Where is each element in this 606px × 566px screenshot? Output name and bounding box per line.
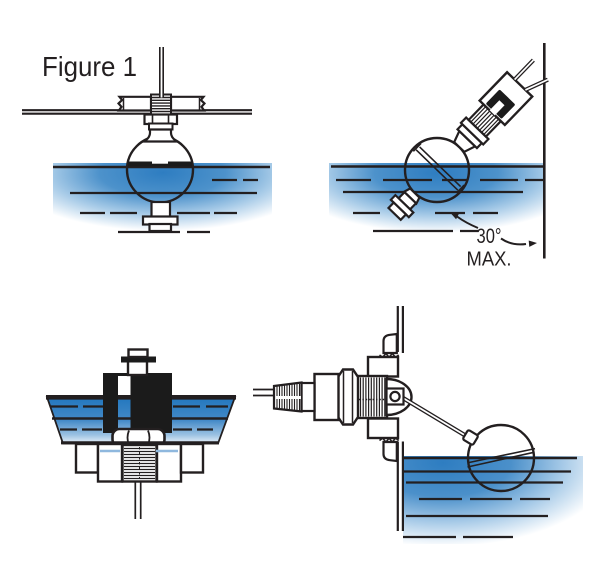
float-seam	[128, 161, 192, 167]
pivot-pin	[389, 390, 401, 403]
angle-arrow-to-float	[450, 213, 479, 229]
arm-end-cap	[462, 429, 479, 446]
panel-side-mount-float-switch	[253, 306, 583, 544]
tapered-plug	[272, 381, 303, 413]
panel-angled-mount-float-switch: 30° MAX.	[329, 43, 549, 271]
angle-max-label: MAX.	[467, 249, 512, 271]
float-black-body	[103, 373, 172, 433]
lead-wires	[513, 58, 549, 92]
float-neck	[140, 128, 181, 143]
float-ball	[403, 136, 471, 204]
stem-collar	[121, 356, 156, 363]
float-seam-notch	[152, 161, 168, 164]
wall-tab-upper	[382, 332, 398, 355]
panel-bottom-mount-float-switch	[45, 348, 237, 519]
hex-nut	[336, 368, 360, 426]
switch-body	[313, 372, 340, 422]
panel-vertical-mount-float-switch	[22, 47, 272, 244]
lead-wires	[253, 388, 274, 397]
float-arm	[401, 396, 469, 439]
threaded-stem	[121, 443, 158, 483]
connector-clip-slot	[489, 100, 505, 116]
float-seam	[467, 447, 536, 468]
break-squiggle-lower	[379, 436, 400, 444]
wall-boss-upper	[366, 355, 400, 378]
angle-arrow-to-wall	[500, 237, 537, 247]
wall-boss-lower	[366, 417, 400, 440]
tank-top-plate	[22, 95, 252, 115]
angled-switch-assembly	[386, 58, 549, 222]
water-surface	[329, 163, 544, 246]
float-ball	[466, 423, 536, 493]
lead-wire	[134, 481, 142, 519]
float-bottom-stem	[386, 187, 421, 222]
angle-label: 30°	[477, 225, 502, 248]
threaded-barrel	[356, 374, 389, 420]
stem-cap	[127, 348, 149, 359]
wall-tab-lower	[382, 440, 398, 463]
water-lines	[53, 165, 270, 234]
float-bottom-stem	[141, 200, 179, 233]
figure-title: Figure 1	[42, 51, 137, 82]
float-seam	[412, 142, 465, 194]
collar	[300, 381, 316, 413]
float-stem	[126, 359, 149, 377]
